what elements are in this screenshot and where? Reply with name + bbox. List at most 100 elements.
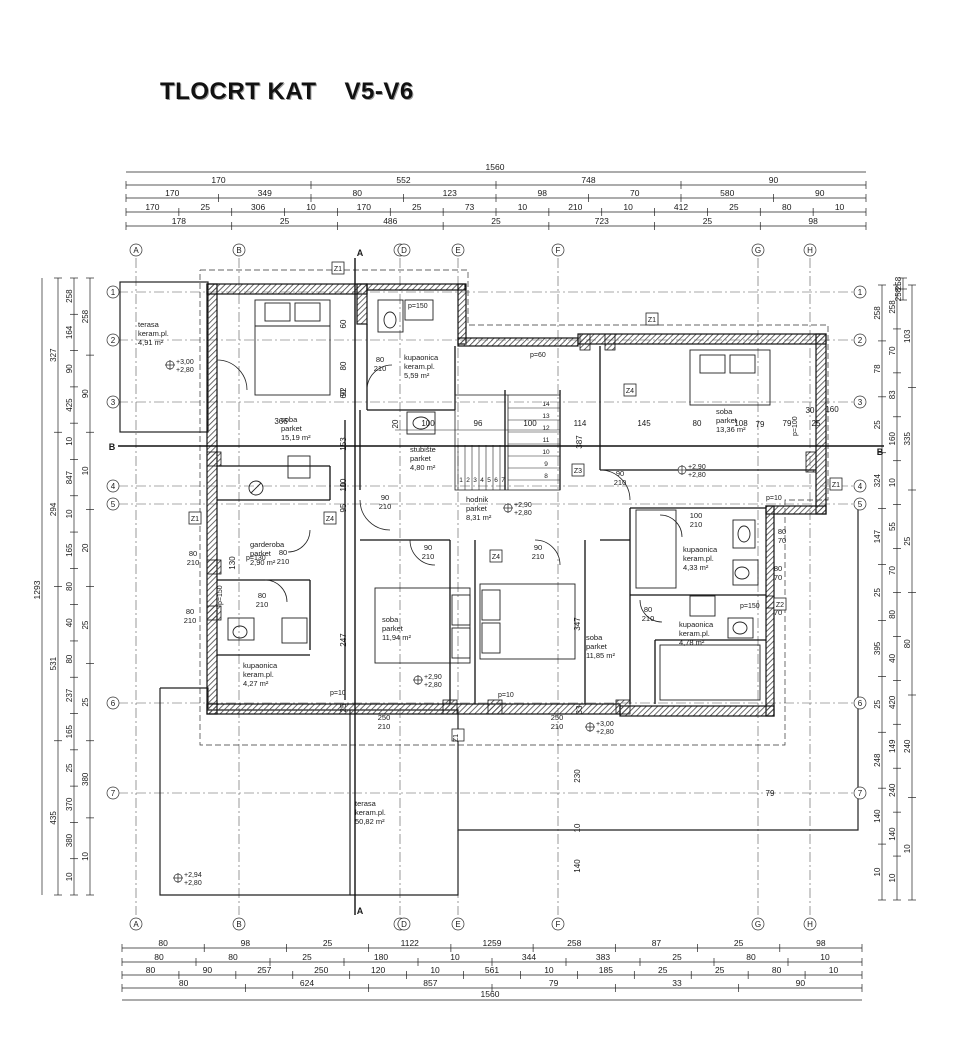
- door-height: 210: [642, 614, 655, 623]
- window-tag-box: [571, 463, 585, 477]
- dim-top-row4-value: 486: [383, 216, 397, 226]
- room-name: terasa: [138, 320, 160, 329]
- axis-number-left: 7: [111, 789, 116, 798]
- level-value-bottom: +2,80: [184, 880, 202, 887]
- internal-dim: 247: [339, 633, 348, 647]
- dim-left-chain2-value: 380: [65, 833, 74, 847]
- window-tag-box: [623, 383, 637, 397]
- internal-dim: 60: [339, 389, 348, 398]
- dim-left-chain2-value: 80: [65, 654, 74, 663]
- axis-letter-bottom: D: [401, 920, 407, 929]
- dim-left-chain1-value: 327: [49, 348, 58, 362]
- dim-left-chain3-value: 25: [81, 620, 90, 629]
- stair-run-dim: 100: [421, 419, 435, 428]
- axis-bubble-top: [803, 243, 817, 257]
- axis-letter-bottom: G: [755, 920, 761, 929]
- dim-right-chain2-value: 10: [888, 873, 897, 882]
- dim-right-chain2-value: 10: [888, 478, 897, 487]
- dim-right-chain1-value: 25: [873, 420, 882, 429]
- dim-right-chain1-value: 25: [873, 699, 882, 708]
- window-tag-box: [188, 511, 202, 525]
- exterior-walls: [206, 283, 827, 717]
- parapet-height: p=10: [498, 692, 514, 699]
- dim-right-chain2-value: 160: [888, 432, 897, 446]
- stair-number: 6: [494, 477, 498, 484]
- section-mark-a-top: A: [357, 248, 364, 258]
- stair-run-dim: 100: [523, 419, 537, 428]
- axis-bubble-left: [106, 497, 120, 511]
- staircase: [454, 394, 561, 491]
- dim-top-row4-value: 178: [172, 216, 186, 226]
- dim-bottom-row4-value: 80: [179, 978, 189, 988]
- level-value-top: +2,94: [184, 872, 202, 879]
- internal-dim: 25: [812, 419, 821, 428]
- parapet-height: p=150: [217, 585, 224, 605]
- dim-left-chain2-value: 165: [65, 543, 74, 557]
- axis-bubble-right: [853, 285, 867, 299]
- axis-number-right: 2: [858, 336, 863, 345]
- room-name: kupaonica: [683, 545, 718, 554]
- room-floor: keram.pl.: [355, 808, 386, 817]
- axis-letter-bottom: F: [556, 920, 561, 929]
- room-name: stubište: [410, 445, 436, 454]
- axis-number-left: 2: [111, 336, 116, 345]
- room-name: soba: [382, 615, 399, 624]
- axis-number-left: 4: [111, 482, 116, 491]
- room-name: soba: [716, 407, 733, 416]
- window-tag-box: [451, 728, 465, 742]
- beds: [254, 299, 771, 664]
- level-value-bottom: +2,80: [424, 682, 442, 689]
- axis-letter-top: G: [755, 246, 761, 255]
- window-tag: Z1: [832, 482, 840, 489]
- room-area: 4,33 m²: [683, 563, 709, 572]
- dim-left-chain2-value: 90: [65, 364, 74, 373]
- axis-bubble-top: [551, 243, 565, 257]
- dim-bottom-row1-value: 25: [734, 938, 744, 948]
- room-area: 4,27 m²: [243, 679, 269, 688]
- internal-dim: 366: [274, 417, 288, 426]
- section-mark-b-left: B: [109, 442, 116, 452]
- dim-bottom-row2-value: 80: [746, 952, 756, 962]
- dim-left-chain3-value: 25: [81, 697, 90, 706]
- internal-dim: 80: [693, 419, 702, 428]
- stair-number: 12: [542, 425, 550, 432]
- room-floor: keram.pl.: [683, 554, 714, 563]
- axis-bubble-right: [853, 786, 867, 800]
- axis-bubble-bottom: [397, 917, 411, 931]
- dim-left-chain2-value: 10: [65, 436, 74, 445]
- window-tag: Z2: [776, 602, 784, 609]
- room-floor: parket: [586, 642, 608, 651]
- dim-bottom-row2-value: 80: [154, 952, 164, 962]
- axis-number-left: 5: [111, 500, 116, 509]
- room-floor: parket: [466, 504, 488, 513]
- dim-left-total: 1293: [32, 580, 42, 599]
- dim-top-row2-value: 98: [538, 188, 548, 198]
- dim-bottom-row1-value: 258: [567, 938, 581, 948]
- dim-right-chain1-value: 248: [873, 753, 882, 767]
- dim-right-chain3-value: 25: [903, 536, 912, 545]
- axis-number-right: 4: [858, 482, 863, 491]
- dim-top-row2-value: 580: [720, 188, 734, 198]
- title-main: TLOCRT KAT: [160, 78, 317, 105]
- axis-letter-bottom: A: [133, 920, 139, 929]
- level-value-bottom: +2,80: [596, 729, 614, 736]
- axis-bubble-right: [853, 497, 867, 511]
- internal-dim: 145: [637, 419, 651, 428]
- axis-letter-top: A: [133, 246, 139, 255]
- window-tag: Z1: [191, 516, 199, 523]
- dim-top-row3-value: 10: [623, 202, 633, 212]
- stair-number: 14: [542, 401, 550, 408]
- room-floor: keram.pl.: [679, 629, 710, 638]
- door-height: 210: [187, 558, 200, 567]
- room-floor: keram.pl.: [243, 670, 274, 679]
- internal-dim: 79: [783, 419, 792, 428]
- axis-number-right: 7: [858, 789, 863, 798]
- room-area: 4,80 m²: [410, 463, 436, 472]
- internal-dim: 30: [806, 406, 815, 415]
- axis-number-right: 3: [858, 398, 863, 407]
- dim-left-chain3-value: 90: [81, 389, 90, 398]
- room-floor: parket: [410, 454, 432, 463]
- dim-bottom-row3-value: 10: [430, 965, 440, 975]
- internal-dim: 140: [573, 859, 582, 873]
